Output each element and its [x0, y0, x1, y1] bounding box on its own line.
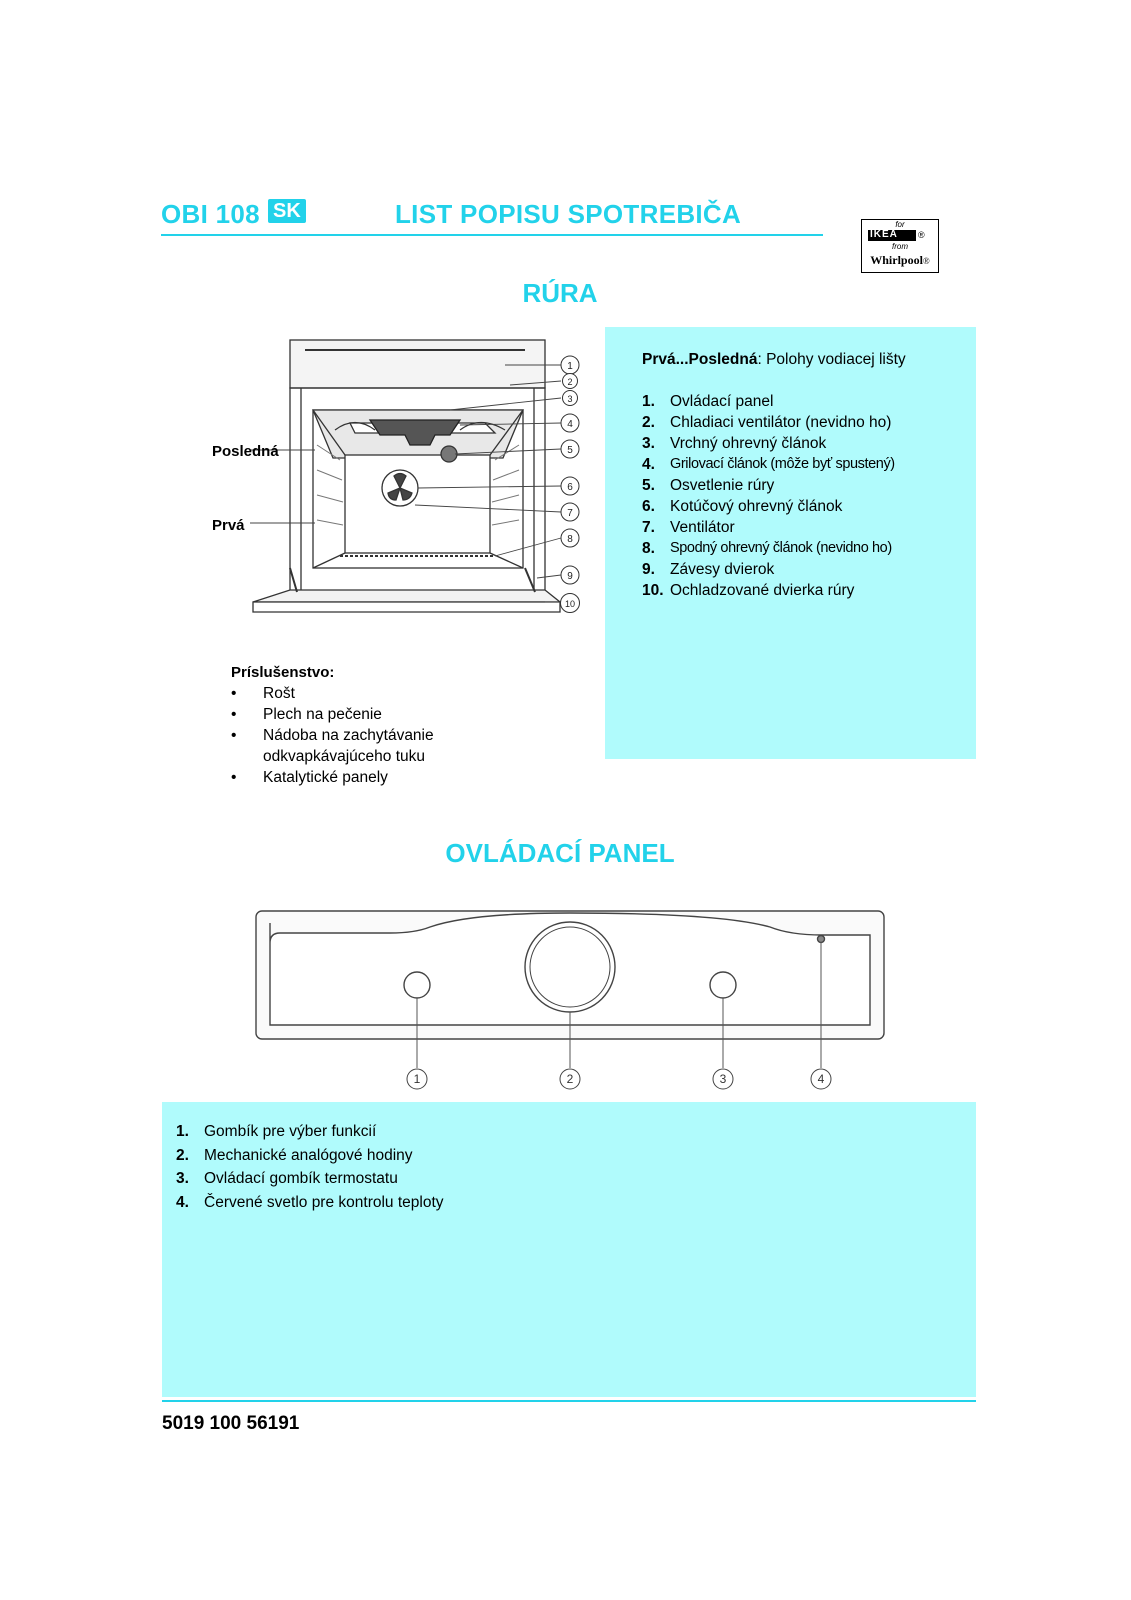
- callout-num-2: 2: [567, 1072, 574, 1086]
- ikea-whirlpool-logo: for IKEA ® from Whirlpool®: [861, 219, 939, 273]
- footer-rule: [162, 1400, 976, 1402]
- list-item: 7.Ventilátor: [642, 519, 735, 536]
- oven-parts-list: 1.Ovládací panel 2.Chladiaci ventilátor …: [642, 391, 972, 601]
- list-item: 6.Kotúčový ohrevný článok: [642, 498, 843, 515]
- callout-num-1: 1: [414, 1072, 421, 1086]
- callout-circle-5: [560, 439, 580, 459]
- shelf-label-first: Prvá: [212, 517, 245, 534]
- callout-circle-4: [810, 1068, 832, 1090]
- list-item: 3.Vrchný ohrevný článok: [642, 435, 827, 452]
- oven-section-title: RÚRA: [522, 278, 598, 308]
- callout-circle-9: [560, 565, 580, 585]
- header-rule: [161, 234, 823, 236]
- logo-for-text: for: [895, 220, 905, 229]
- callout-num-8: 8: [567, 534, 573, 545]
- control-parts-panel: 1.Gombík pre výber funkcií 2.Mechanické …: [162, 1102, 976, 1397]
- callout-num-7: 7: [567, 508, 573, 519]
- oven-parts-panel: Prvá...Posledná: Polohy vodiacej lišty 1…: [605, 327, 976, 759]
- callout-num-3: 3: [720, 1072, 727, 1086]
- oven-diagram: 1 2 3 4 5 6 7 8 9 10: [250, 339, 580, 613]
- temperature-light-shape: [816, 934, 826, 944]
- control-parts-list: 1.Gombík pre výber funkcií 2.Mechanické …: [176, 1120, 676, 1214]
- callout-num-4: 4: [567, 419, 573, 430]
- accessories-block: Príslušenstvo: •Rošt •Plech na pečenie •…: [231, 664, 434, 788]
- model-name: OBI 108: [161, 199, 260, 229]
- list-item: 10.Ochladzované dvierka rúry: [642, 582, 855, 599]
- oven-back-wall-shape: [344, 454, 491, 554]
- control-panel-diagram: 1 2 3 4: [255, 910, 885, 1090]
- function-knob-shape: [403, 971, 431, 999]
- callout-circle-4: [560, 413, 580, 433]
- list-item: 4.Červené svetlo pre kontrolu teploty: [176, 1193, 444, 1211]
- list-item-continuation: odkvapkávajúceho tuku: [263, 748, 426, 765]
- callout-num-5: 5: [567, 445, 573, 456]
- list-item: •Rošt: [231, 685, 295, 702]
- logo-from-text: from: [892, 242, 908, 251]
- callout-num-2: 2: [567, 377, 572, 387]
- language-badge: SK: [268, 199, 306, 223]
- control-panel-section-title: OVLÁDACÍ PANEL: [445, 838, 675, 868]
- callout-circle-6: [560, 476, 580, 496]
- callout-num-4: 4: [818, 1072, 825, 1086]
- list-item: 2.Chladiaci ventilátor (nevidno ho): [642, 414, 892, 431]
- list-item: 2.Mechanické analógové hodiny: [176, 1146, 413, 1164]
- list-item: •Plech na pečenie: [231, 706, 382, 723]
- list-item: 8.Spodný ohrevný článok (nevidno ho): [642, 540, 892, 557]
- callout-num-6: 6: [567, 482, 573, 493]
- callout-circle-1: [406, 1068, 428, 1090]
- callout-num-1: 1: [567, 361, 573, 372]
- callout-circle-3: [562, 390, 578, 406]
- list-item: 1.Ovládací panel: [642, 393, 774, 410]
- callout-circle-10: [560, 593, 580, 613]
- callout-circle-3: [712, 1068, 734, 1090]
- ikea-wordmark: IKEA ®: [868, 229, 925, 241]
- list-item: 4.Grilovací článok (môže byť spustený): [642, 456, 895, 473]
- callout-circle-8: [560, 528, 580, 548]
- document-code: 5019 100 56191: [162, 1413, 300, 1434]
- list-item: 5.Osvetlenie rúry: [642, 477, 775, 494]
- callout-circle-2: [559, 1068, 581, 1090]
- callout-circle-2: [562, 373, 578, 389]
- list-item: 3.Ovládací gombík termostatu: [176, 1170, 398, 1187]
- list-item: 1.Gombík pre výber funkcií: [176, 1123, 377, 1140]
- accessories-title: Príslušenstvo:: [231, 664, 335, 681]
- document-title: LIST POPISU SPOTREBIČA: [395, 199, 742, 229]
- whirlpool-wordmark: Whirlpool®: [870, 253, 930, 267]
- thermostat-knob-shape: [709, 971, 737, 999]
- callout-num-3: 3: [567, 394, 572, 404]
- list-item: 9.Závesy dvierok: [642, 561, 775, 578]
- callout-num-10: 10: [565, 599, 575, 609]
- rail-positions-legend: Prvá...Posledná: Polohy vodiacej lišty: [642, 351, 906, 368]
- callout-num-9: 9: [567, 571, 573, 582]
- callout-circle-7: [560, 502, 580, 522]
- list-item: •Katalytické panely: [231, 769, 388, 786]
- shelf-label-last: Posledná: [212, 443, 279, 460]
- oven-control-panel-shape: [289, 339, 546, 389]
- list-item: •Nádoba na zachytávanie: [231, 727, 434, 744]
